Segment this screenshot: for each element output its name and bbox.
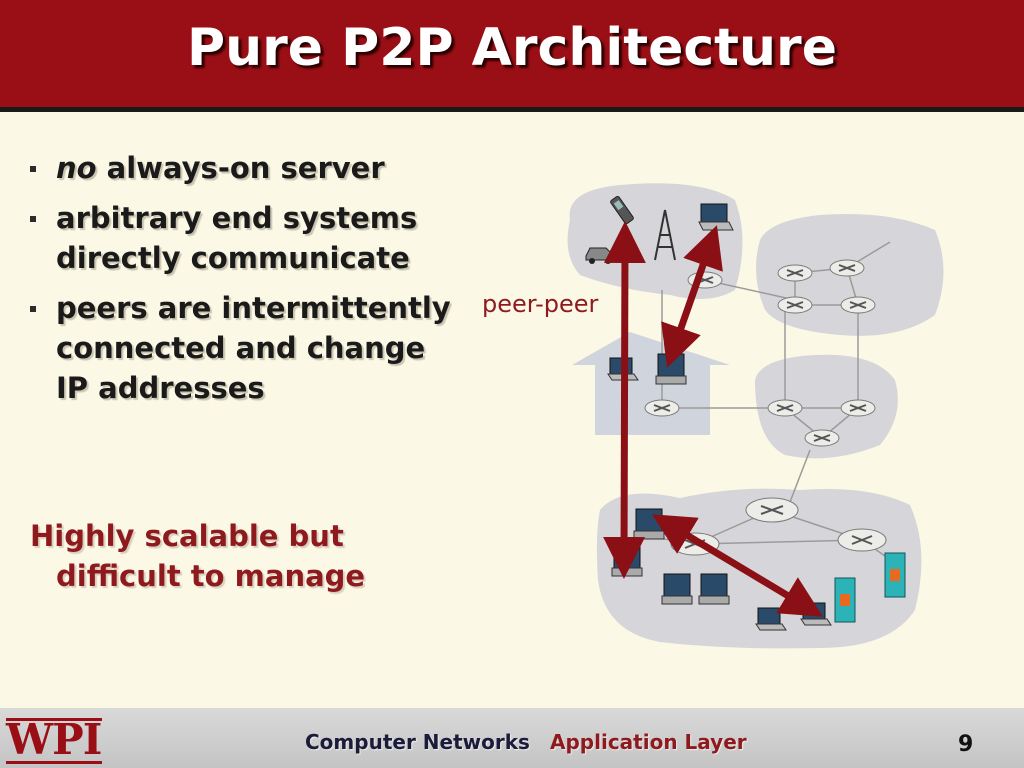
bullet-line: IP addresses — [56, 371, 265, 405]
bullet-list: no always-on server arbitrary end system… — [28, 148, 468, 418]
title-bar — [0, 0, 1024, 112]
peer-arrow — [651, 514, 824, 617]
desktop-computer-icon — [655, 353, 687, 385]
bullet-marker-icon — [30, 306, 36, 312]
scalability-line: Highly scalable but — [30, 519, 344, 553]
page-number: 9 — [958, 732, 974, 757]
server-icon — [834, 577, 856, 623]
router-icon — [829, 259, 865, 277]
bullet-line: arbitrary end systems — [56, 201, 418, 235]
footer-topic: Application Layer — [550, 730, 747, 754]
router-icon — [777, 264, 813, 282]
wpi-logo: WPI — [6, 715, 102, 764]
router-icon — [840, 296, 876, 314]
footer-course-title: Computer Networks — [305, 730, 530, 754]
router-icon — [767, 399, 803, 417]
router-icon — [840, 399, 876, 417]
house-icon — [572, 332, 730, 435]
bullet-text: always-on server — [96, 151, 385, 185]
router-icon — [777, 296, 813, 314]
peer-arrow — [661, 225, 723, 368]
peer-arrow — [603, 221, 646, 579]
bullet-emphasis: no — [56, 151, 97, 185]
footer-bar — [0, 708, 1024, 768]
router-icon — [804, 429, 840, 447]
desktop-computer-icon — [633, 508, 665, 540]
bullet-item: peers are intermittently connected and c… — [28, 288, 468, 408]
peer-peer-label: peer-peer — [482, 290, 599, 318]
scalability-note: Highly scalable but difficult to manage — [30, 516, 470, 596]
router-icon — [745, 497, 799, 523]
p2p-network-diagram — [567, 183, 944, 649]
network-cloud — [755, 354, 898, 459]
peer-connection-arrows — [603, 221, 824, 617]
scalability-line: difficult to manage — [56, 559, 366, 593]
bullet-marker-icon — [30, 166, 36, 172]
router-icon — [644, 399, 680, 417]
bullet-line: connected and change — [56, 331, 426, 365]
bullet-item: no always-on server — [28, 148, 468, 188]
router-icon — [837, 528, 887, 552]
bullet-line: peers are intermittently — [56, 291, 451, 325]
bullet-item: arbitrary end systems directly communica… — [28, 198, 468, 278]
desktop-computer-icon — [661, 573, 693, 605]
bullet-line: directly communicate — [56, 241, 410, 275]
slide-title: Pure P2P Architecture — [187, 18, 837, 78]
server-icon — [884, 552, 906, 598]
bullet-marker-icon — [30, 216, 36, 222]
desktop-computer-icon — [698, 573, 730, 605]
